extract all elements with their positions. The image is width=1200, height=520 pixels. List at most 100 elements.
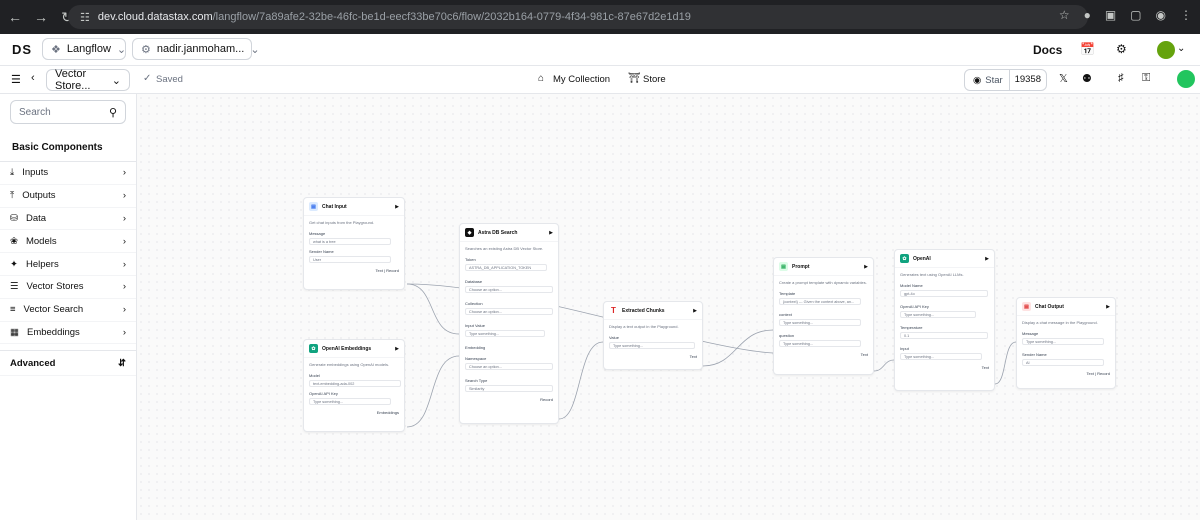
- datastax-logo[interactable]: DS: [12, 42, 33, 57]
- edge-astra-to-extracted: [558, 341, 604, 420]
- sender-name-input[interactable]: User: [309, 256, 391, 263]
- bookmark-star-icon[interactable]: ☆: [1058, 8, 1070, 22]
- search-type-select[interactable]: Similarity: [465, 385, 553, 392]
- github-star-button[interactable]: ◉ Star 19358: [964, 69, 1047, 91]
- x-twitter-icon[interactable]: 𝕏: [1059, 73, 1068, 85]
- message-input[interactable]: what is a tree: [309, 238, 391, 245]
- puzzle-icon[interactable]: ▣: [1104, 8, 1117, 22]
- discord-icon[interactable]: ⚉: [1082, 73, 1092, 85]
- play-icon[interactable]: ▶: [693, 307, 697, 314]
- sidebar-item-helpers[interactable]: ✦Helpers›: [0, 253, 136, 276]
- saved-status: Saved: [156, 74, 183, 85]
- sidebar-item-models[interactable]: ❀Models›: [0, 230, 136, 254]
- sidebar-item-vector-search[interactable]: ≡Vector Search›: [0, 299, 136, 322]
- node-description: Searches an existing Astra DB Vector Sto…: [465, 246, 544, 251]
- model-select[interactable]: text-embedding-ada-002: [309, 380, 401, 387]
- key-icon[interactable]: ⚿: [1142, 72, 1151, 84]
- search-input[interactable]: Search ⚲: [10, 100, 126, 124]
- template-input[interactable]: {context} --- Given the context above, a…: [779, 298, 861, 305]
- play-icon[interactable]: ▶: [395, 203, 399, 210]
- sidebar-item-inputs[interactable]: ⤓ Inputs ›: [0, 162, 136, 185]
- chevron-right-icon: ›: [122, 167, 126, 179]
- collection-select[interactable]: Choose an option...: [465, 308, 553, 315]
- node-openai[interactable]: ✿OpenAI▶ Generates text using OpenAI LLM…: [894, 249, 995, 391]
- flow-canvas[interactable]: ▤Chat Input▶ Get chat inputs from the Pl…: [137, 94, 1200, 520]
- token-input[interactable]: ASTRA_DB_APPLICATION_TOKEN: [465, 264, 547, 271]
- browser-menu-icon[interactable]: ⋮: [1180, 8, 1192, 22]
- workspace-switcher[interactable]: ⚙ nadir.janmoham... ⌄: [132, 38, 260, 60]
- chevron-down-icon[interactable]: ⌄: [1177, 43, 1186, 54]
- settings-icon[interactable]: ⚙: [1116, 42, 1127, 56]
- input-value-field[interactable]: Type something...: [465, 330, 545, 337]
- context-input[interactable]: Type something...: [779, 319, 861, 326]
- field-label: Namespace: [465, 356, 487, 361]
- question-input[interactable]: Type something...: [779, 340, 861, 347]
- field-label: context: [779, 312, 792, 317]
- store-link[interactable]: Store: [643, 74, 666, 85]
- user-avatar[interactable]: [1157, 41, 1175, 59]
- back-chevron-icon[interactable]: ‹: [31, 72, 35, 84]
- node-chat-input[interactable]: ▤Chat Input▶ Get chat inputs from the Pl…: [303, 197, 405, 290]
- model-name-select[interactable]: gpt-4o: [900, 290, 988, 297]
- back-arrow-icon[interactable]: ←: [8, 9, 22, 25]
- node-astra-db-search[interactable]: ◆Astra DB Search▶ Searches an existing A…: [459, 223, 559, 424]
- play-icon[interactable]: ▶: [864, 263, 868, 270]
- sidebar-item-data[interactable]: ⛁Data›: [0, 208, 136, 231]
- play-icon[interactable]: ▶: [395, 345, 399, 352]
- api-key-input[interactable]: Type something...: [900, 311, 976, 318]
- play-icon[interactable]: ▶: [1106, 303, 1110, 310]
- sidebar-item-label: Inputs: [22, 167, 49, 179]
- store-icon: ⛩: [628, 73, 641, 84]
- input-field[interactable]: Type something...: [900, 353, 982, 360]
- sidebar-item-embeddings[interactable]: ▦Embeddings›: [0, 322, 136, 345]
- field-label: Sender Name: [309, 249, 334, 254]
- play-icon[interactable]: ▶: [549, 229, 553, 236]
- home-icon: ⌂: [538, 73, 545, 84]
- app-switcher[interactable]: ❖ Langflow ⌄: [42, 38, 126, 60]
- node-openai-embeddings[interactable]: ✿OpenAI Embeddings▶ Generate embeddings …: [303, 339, 405, 432]
- field-label: Token: [465, 257, 476, 262]
- node-chat-output[interactable]: ▤Chat Output▶ Display a chat message in …: [1016, 297, 1116, 389]
- sidebar-advanced[interactable]: Advanced⇵: [0, 350, 136, 377]
- chevron-right-icon: ›: [122, 326, 126, 338]
- namespace-select[interactable]: Choose an option...: [465, 363, 553, 370]
- site-info-icon[interactable]: ☷: [80, 11, 90, 24]
- database-icon: ⛁: [10, 212, 18, 224]
- chevron-right-icon: ›: [122, 212, 126, 224]
- calendar-icon[interactable]: 📅: [1080, 42, 1095, 56]
- sidepanel-icon[interactable]: ▢: [1130, 8, 1142, 22]
- play-icon[interactable]: ▶: [985, 255, 989, 262]
- my-collection-link[interactable]: My Collection: [553, 74, 611, 85]
- node-prompt[interactable]: ▤Prompt▶ Create a prompt template with d…: [773, 257, 874, 375]
- sidebar-item-outputs[interactable]: ⤒Outputs›: [0, 185, 136, 208]
- address-bar[interactable]: ☷ dev.cloud.datastax.com/langflow/7a89af…: [68, 5, 1088, 29]
- reload-icon[interactable]: ↻: [61, 8, 73, 25]
- openai-icon: ✿: [900, 254, 909, 263]
- docs-link[interactable]: Docs: [1033, 43, 1063, 57]
- openai-icon: ✿: [309, 344, 318, 353]
- value-input[interactable]: Type something...: [609, 342, 695, 349]
- sender-name-input[interactable]: AI: [1022, 359, 1104, 366]
- flow-toolbar: ☰ ‹ Vector Store... ⌄ ✓ Saved ⌂ My Colle…: [0, 66, 1200, 94]
- download-icon: ⤓: [10, 167, 15, 179]
- profile-icon[interactable]: ◉: [1155, 8, 1166, 22]
- field-label: Database: [465, 279, 483, 284]
- status-indicator[interactable]: [1177, 70, 1195, 88]
- forward-arrow-icon[interactable]: →: [34, 9, 48, 25]
- chevron-right-icon: ›: [122, 304, 126, 316]
- extension-icon[interactable]: ●: [1083, 8, 1091, 22]
- field-label: Embedding: [465, 345, 486, 350]
- temperature-input[interactable]: 0.1: [900, 332, 988, 339]
- app-name: Langflow: [66, 43, 111, 55]
- message-input[interactable]: Type something...: [1022, 338, 1104, 345]
- flow-menu[interactable]: Vector Store... ⌄: [46, 68, 130, 92]
- basic-components-heading: Basic Components: [0, 130, 136, 162]
- bell-icon[interactable]: ♯: [1118, 72, 1124, 84]
- database-select[interactable]: Choose an option...: [465, 286, 553, 293]
- layers-icon: ☰: [10, 281, 19, 293]
- sidebar-item-vector-stores[interactable]: ☰Vector Stores›: [0, 276, 136, 299]
- text-output-icon: T: [611, 306, 616, 315]
- sidebar-toggle-icon[interactable]: ☰: [11, 74, 21, 86]
- api-key-input[interactable]: Type something...: [309, 398, 391, 405]
